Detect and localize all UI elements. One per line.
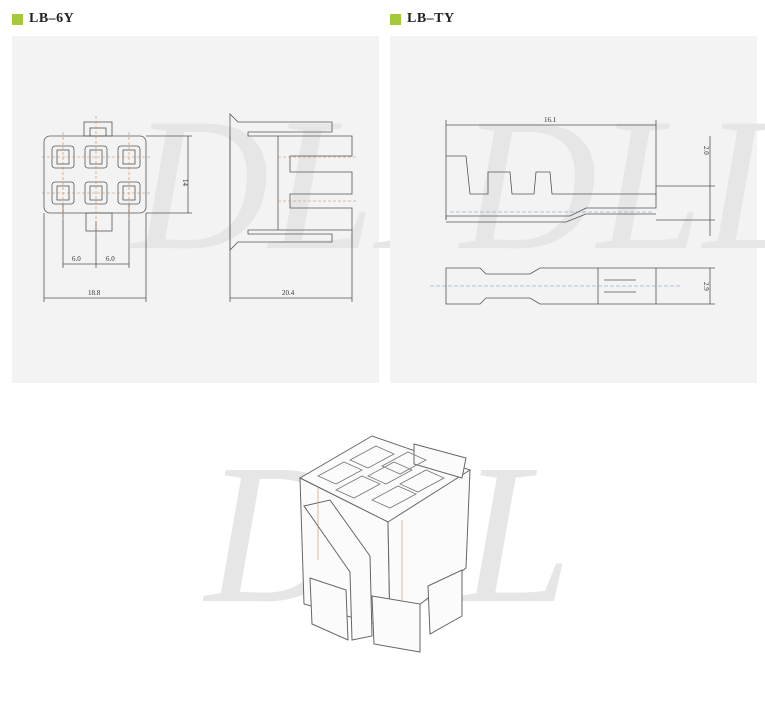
title-lb-ty: LB–TY	[407, 11, 455, 26]
title-right: LB–TY	[390, 11, 455, 27]
title-left: LB–6Y	[12, 11, 74, 27]
dim-width-18-8: 18.8	[88, 289, 101, 297]
dim-length-16-1: 16.1	[544, 116, 557, 124]
dim-depth-20-4: 20.4	[282, 289, 295, 297]
bullet-square-icon	[12, 13, 23, 25]
dim-height-14: 14	[181, 179, 189, 187]
title-lb-6y: LB–6Y	[29, 11, 75, 26]
dim-height-2-0: 2.0	[702, 146, 710, 155]
housing-drawing: 14 6.0 6.0 18.8 20.4	[42, 113, 357, 302]
dim-width-2-9: 2.9	[702, 282, 710, 291]
bullet-square-icon	[390, 13, 401, 25]
dim-pitch-a: 6.0	[72, 255, 81, 263]
terminal-drawing: 16.1 2.0 2.9	[430, 116, 715, 305]
dim-pitch-b: 6.0	[106, 255, 115, 263]
